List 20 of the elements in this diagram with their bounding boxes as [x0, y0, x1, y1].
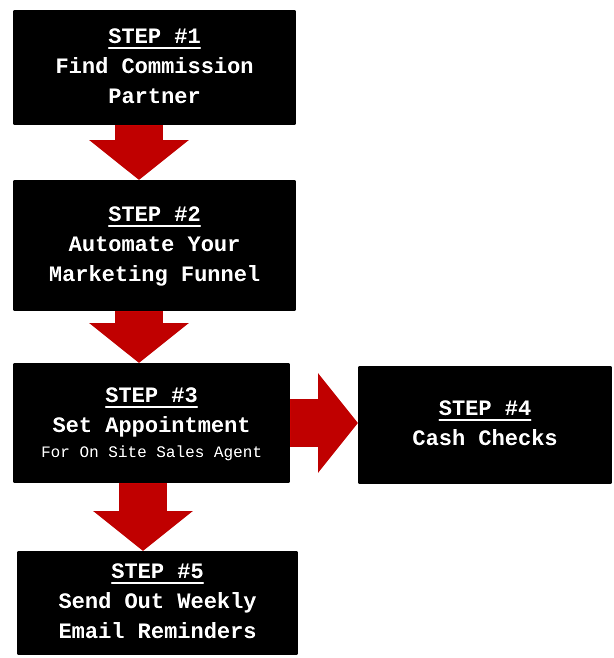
block-arrow [93, 483, 193, 551]
step-heading: STEP #1 [108, 24, 201, 52]
step-title: Set Appointment [52, 413, 251, 441]
step-heading: STEP #2 [108, 202, 201, 230]
step-heading: STEP #4 [438, 396, 532, 424]
step-box [13, 180, 296, 311]
step-box [358, 366, 612, 484]
block-arrow [89, 125, 189, 180]
step-box [17, 551, 298, 655]
block-arrow [290, 373, 358, 473]
step-box [13, 10, 296, 125]
step-title: Cash Checks [412, 426, 558, 454]
step-heading: STEP #3 [105, 383, 198, 411]
step-box [13, 363, 290, 483]
step-note: For On Site Sales Agent [41, 443, 262, 464]
block-arrow [89, 311, 189, 363]
step-title: Find Commission Partner [54, 54, 255, 112]
step-title: Send Out Weekly Email Reminders [57, 589, 258, 647]
step-title: Automate Your Marketing Funnel [48, 232, 262, 290]
step-heading: STEP #5 [111, 559, 204, 587]
